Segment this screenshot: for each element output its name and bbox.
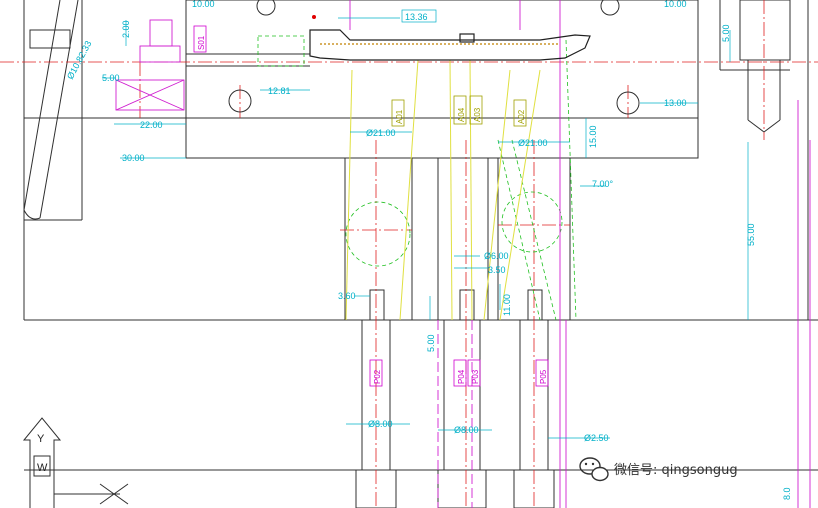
ucs-icon [22, 417, 129, 508]
dim-dia-8-00-b: Ø8.00 [454, 425, 479, 435]
tag-a04: A04 [457, 107, 466, 122]
dim-10-00-a: 10.00 [192, 0, 215, 9]
magenta-outlines [115, 0, 811, 508]
dim-55-00: 55.00 [746, 223, 756, 246]
tag-a03: A03 [473, 107, 482, 122]
dim-2-00: 2.00 [121, 20, 131, 38]
dim-13-00: 13.00 [664, 98, 687, 108]
lifter-lines [345, 59, 541, 321]
dim-8-0-edge: 8.0 [782, 487, 792, 500]
dim-15-00: 15.00 [588, 125, 598, 148]
tag-p05: P05 [539, 369, 548, 384]
dim-dia-8-00-a: Ø8.00 [368, 419, 393, 429]
dim-10-00-b: 10.00 [664, 0, 687, 9]
tag-s01: S01 [197, 35, 206, 50]
dim-22-00: 22.00 [140, 120, 163, 130]
hidden-features [257, 35, 577, 321]
red-point-marker [312, 15, 316, 19]
dim-30-00: 30.00 [122, 153, 145, 163]
dim-13-36-box [401, 9, 437, 23]
dim-11-00: 11.00 [502, 294, 512, 316]
bolt-holes [228, 0, 640, 115]
dim-5-00-mid: 5.00 [426, 334, 436, 352]
component-tags: S01 A01 A04 A03 A02 P02 P04 P03 P05 [193, 25, 549, 387]
tag-p02: P02 [373, 369, 382, 384]
dim-3-50: 3.50 [488, 265, 506, 275]
tag-a01: A01 [395, 109, 404, 124]
dim-5-00-top: 5.00 [721, 24, 731, 42]
ucs-y-label: Y [37, 433, 45, 445]
dim-5-00-left: 5.00 [102, 73, 120, 83]
tag-p03: P03 [471, 369, 480, 384]
dim-3-60: 3.60 [338, 291, 356, 301]
angle-pin-left [23, 0, 79, 220]
dim-dia-21-00-a: Ø21.00 [366, 128, 396, 138]
watermark-text: 微信号: qingsongug [614, 463, 738, 478]
ucs-w-label: W [37, 462, 48, 474]
dim-12-81: 12.81 [268, 86, 291, 96]
dim-dia-21-00-b: Ø21.00 [518, 138, 548, 148]
dim-dia-2-50: Ø2.50 [584, 433, 609, 443]
dim-7-00-deg: 7.00° [592, 179, 614, 189]
tag-a02: A02 [517, 109, 526, 124]
wechat-icon [579, 457, 609, 482]
part-profile [309, 29, 591, 61]
dim-dia-6-00: Ø6.00 [484, 251, 509, 261]
mold-plates [23, 0, 818, 471]
dimension-lines [102, 17, 749, 439]
tag-p04: P04 [457, 369, 466, 384]
watermark: 微信号: qingsongug [579, 457, 738, 482]
dim-13-36: 13.36 [405, 12, 428, 22]
dimension-texts: 13.36 12.81 13.00 22.00 30.00 5.00 Ø21.0… [65, 0, 792, 500]
